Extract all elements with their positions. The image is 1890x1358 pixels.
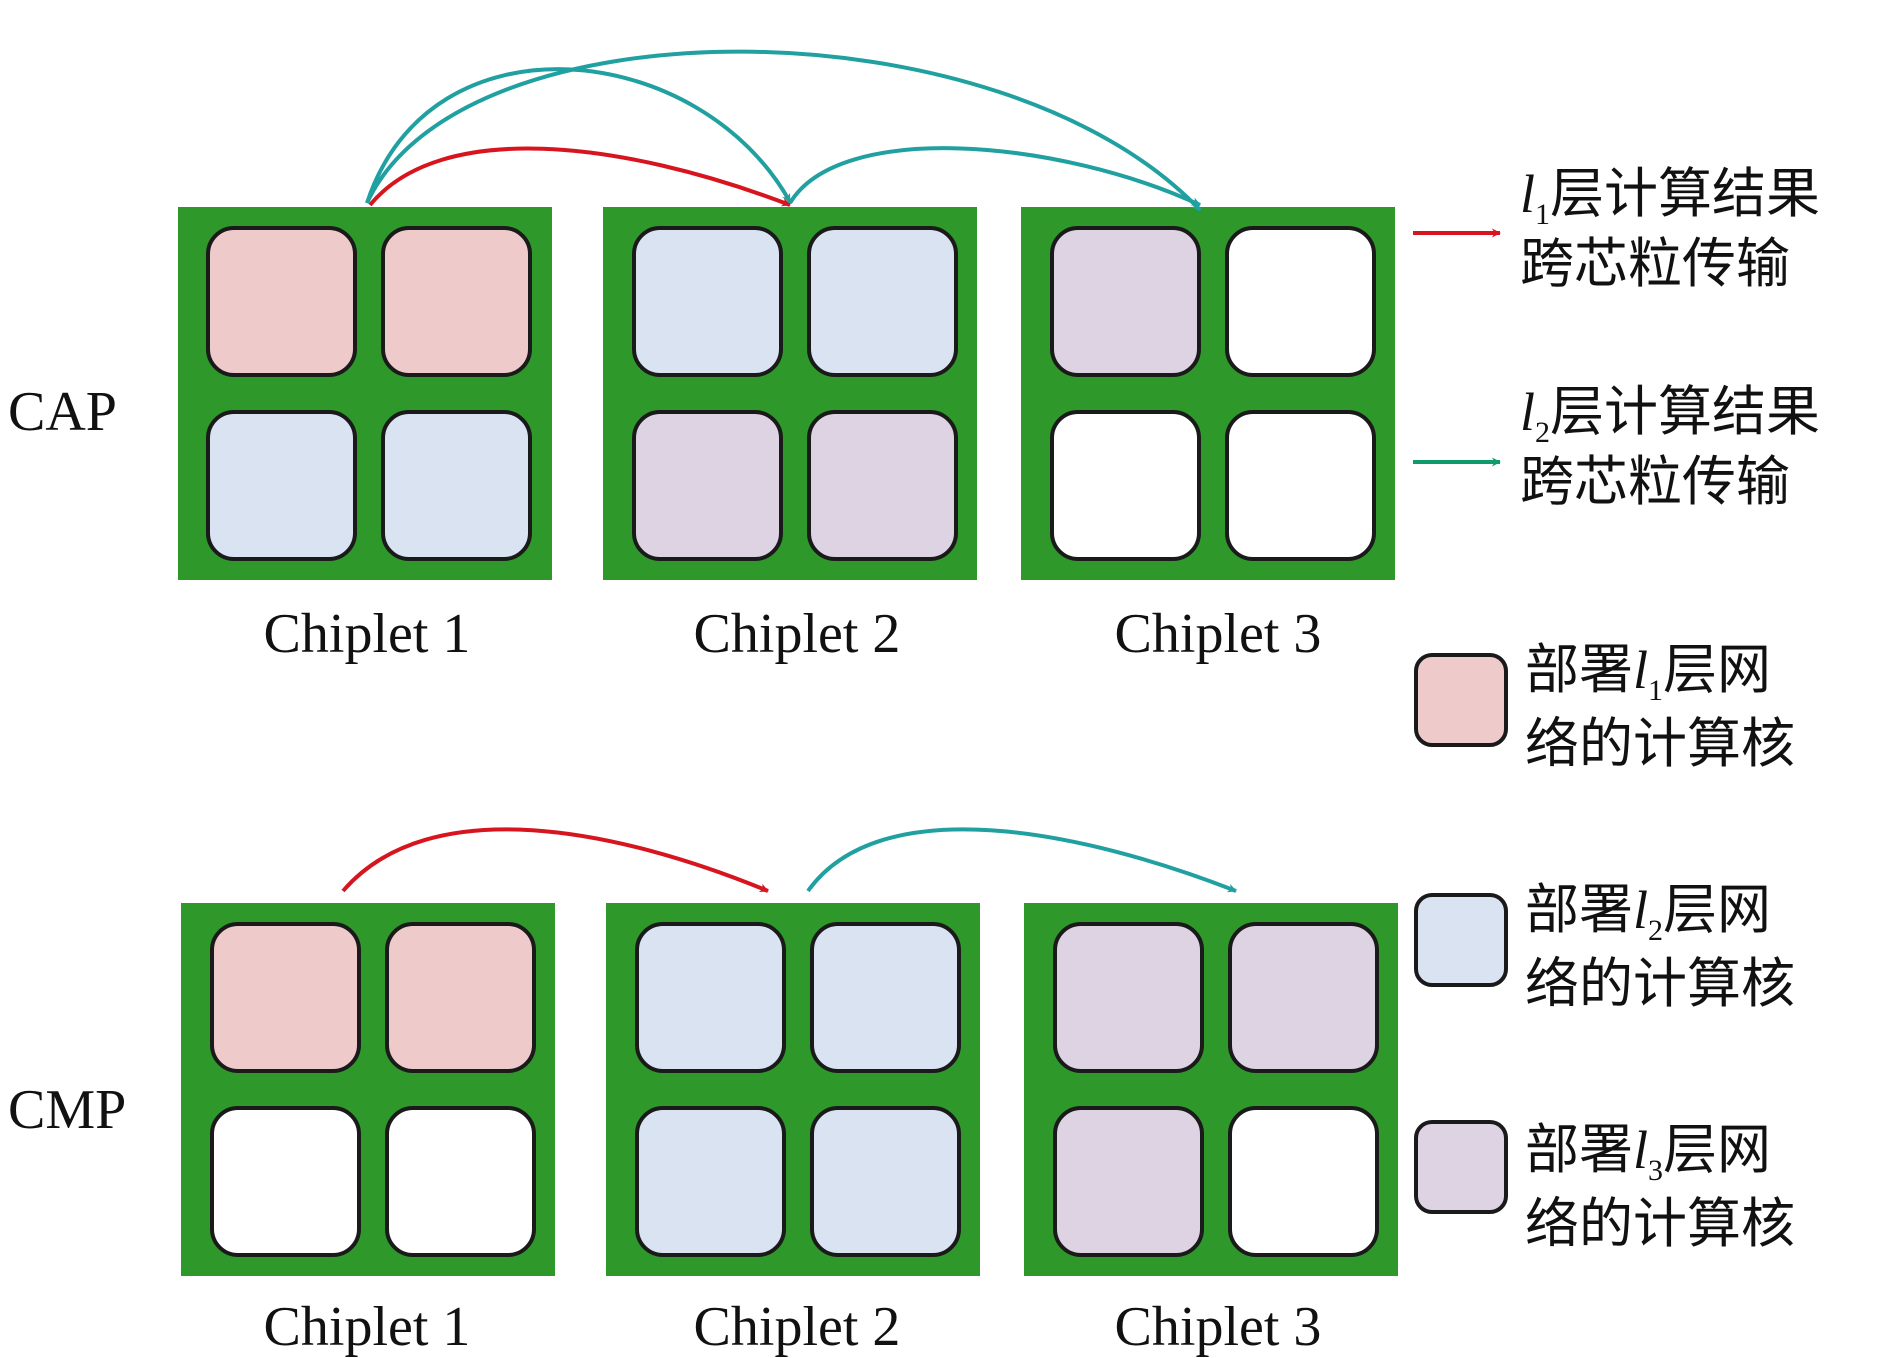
- legend-text-line1: l1层计算结果: [1520, 162, 1820, 231]
- core-cell: [632, 410, 783, 561]
- core-cell: [385, 922, 536, 1073]
- core-cell: [635, 922, 786, 1073]
- legend-text-line2: 跨芯粒传输: [1520, 450, 1790, 513]
- core-cell: [210, 1106, 361, 1257]
- core-cell: [206, 410, 357, 561]
- core-cell: [632, 226, 783, 377]
- chiplet-label: Chiplet 1: [264, 603, 471, 665]
- layer-symbol: l: [1633, 640, 1648, 700]
- legend-text-line1: 部署l3层网: [1525, 1118, 1771, 1187]
- legend-text: 部署: [1525, 638, 1633, 701]
- core-cell: [381, 226, 532, 377]
- chiplet-label: Chiplet 3: [1115, 603, 1322, 665]
- core-cell: [1225, 226, 1376, 377]
- row-cap: CAP Chiplet 1 Chiplet 2 Chiplet 3: [8, 49, 1395, 665]
- core-cell: [1053, 1106, 1204, 1257]
- layer-symbol: l: [1633, 880, 1648, 940]
- legend-text: 部署: [1525, 1118, 1633, 1181]
- legend-swatch: [1414, 653, 1508, 747]
- layer-symbol: l: [1520, 164, 1535, 224]
- row-label-cap: CAP: [8, 381, 117, 443]
- arrow-l2-c1-to-c3: [365, 49, 1202, 212]
- legend: l1层计算结果 跨芯粒传输 l2层计算结果 跨芯粒传输 部署l1层网 络的计算核…: [1413, 162, 1820, 1255]
- chiplet-label: Chiplet 2: [694, 603, 901, 665]
- legend-text: 层网: [1663, 638, 1771, 701]
- arrow-l1-c1-to-c2: [341, 827, 769, 893]
- cap-chiplet-1: Chiplet 1: [178, 207, 552, 665]
- cmp-chiplet-3: Chiplet 3: [1024, 903, 1398, 1358]
- chiplet-label: Chiplet 2: [694, 1296, 901, 1358]
- arrow-l2-c2-to-c3: [788, 146, 1201, 207]
- legend-core-l2: 部署l2层网 络的计算核: [1414, 878, 1795, 1015]
- arrow-l1-c1-to-c2: [368, 146, 791, 207]
- legend-core-l1: 部署l1层网 络的计算核: [1414, 638, 1795, 775]
- legend-text: 层网: [1663, 1118, 1771, 1181]
- core-cell: [807, 226, 958, 377]
- legend-swatch: [1414, 1120, 1508, 1214]
- core-cell: [210, 922, 361, 1073]
- core-cell: [1225, 410, 1376, 561]
- core-cell: [1228, 1106, 1379, 1257]
- chiplet-label: Chiplet 3: [1115, 1296, 1322, 1358]
- legend-text: 部署: [1525, 878, 1633, 941]
- core-cell: [635, 1106, 786, 1257]
- cmp-chiplet-1: Chiplet 1: [181, 903, 555, 1358]
- core-cell: [1050, 226, 1201, 377]
- chiplet-label: Chiplet 1: [264, 1296, 471, 1358]
- legend-text: 层计算结果: [1550, 380, 1820, 443]
- layer-subscript: 1: [1535, 198, 1550, 231]
- arrow-l2-c1-to-c2: [365, 67, 792, 204]
- legend-text: 层网: [1663, 878, 1771, 941]
- legend-core-l3: 部署l3层网 络的计算核: [1414, 1118, 1795, 1255]
- legend-arrow-l1: l1层计算结果 跨芯粒传输: [1413, 162, 1820, 295]
- core-cell: [206, 226, 357, 377]
- core-cell: [810, 922, 961, 1073]
- legend-text-line1: l2层计算结果: [1520, 380, 1820, 449]
- row-label-cmp: CMP: [8, 1079, 126, 1141]
- legend-text-line2: 络的计算核: [1525, 712, 1795, 775]
- layer-subscript: 2: [1648, 914, 1663, 947]
- legend-text-line2: 络的计算核: [1525, 1192, 1795, 1255]
- cmp-chiplet-2: Chiplet 2: [606, 903, 980, 1358]
- legend-text-line1: 部署l2层网: [1525, 878, 1771, 947]
- cap-chiplet-2: Chiplet 2: [603, 207, 977, 665]
- legend-text: 层计算结果: [1550, 162, 1820, 225]
- legend-text-line2: 跨芯粒传输: [1520, 232, 1790, 295]
- core-cell: [810, 1106, 961, 1257]
- legend-arrow-l2: l2层计算结果 跨芯粒传输: [1413, 380, 1820, 513]
- row-cmp: CMP Chiplet 1 Chiplet 2 Chiplet 3: [8, 827, 1398, 1358]
- core-cell: [1053, 922, 1204, 1073]
- core-cell: [385, 1106, 536, 1257]
- layer-subscript: 1: [1648, 674, 1663, 707]
- arrow-l2-c2-to-c3: [806, 827, 1237, 893]
- core-cell: [807, 410, 958, 561]
- legend-swatch: [1414, 893, 1508, 987]
- layer-subscript: 2: [1535, 416, 1550, 449]
- layer-symbol: l: [1520, 382, 1535, 442]
- core-cell: [1228, 922, 1379, 1073]
- legend-text-line1: 部署l1层网: [1525, 638, 1771, 707]
- cap-chiplet-3: Chiplet 3: [1021, 207, 1395, 665]
- layer-subscript: 3: [1648, 1154, 1663, 1187]
- layer-symbol: l: [1633, 1120, 1648, 1180]
- legend-text-line2: 络的计算核: [1525, 952, 1795, 1015]
- core-cell: [381, 410, 532, 561]
- core-cell: [1050, 410, 1201, 561]
